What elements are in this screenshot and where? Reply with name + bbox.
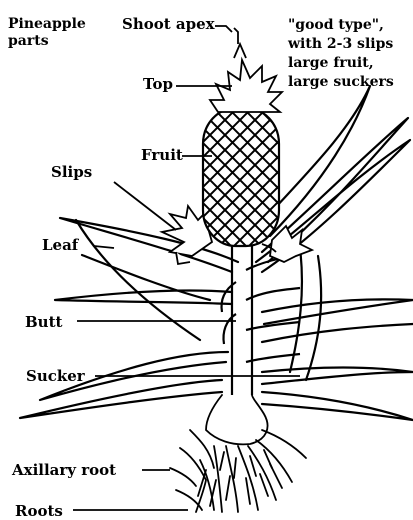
good-type-note: "good type", with 2-3 slips large fruit,… <box>288 16 413 92</box>
title-line-1: Pineapple <box>8 16 98 33</box>
label-shoot-apex: Shoot apex <box>122 16 215 32</box>
fruit <box>203 108 279 246</box>
label-butt: Butt <box>25 314 62 330</box>
note-line-4: large suckers <box>288 73 413 92</box>
leaf-right-bottom <box>262 392 413 420</box>
diagram-title: Pineapple parts <box>8 16 98 50</box>
leaf-right-mid <box>262 299 413 324</box>
leaf-upright-2 <box>306 256 321 380</box>
crown <box>210 28 282 112</box>
note-line-3: large fruit, <box>288 54 413 73</box>
title-line-2: parts <box>8 33 98 50</box>
label-leaf: Leaf <box>42 237 78 253</box>
label-slips: Slips <box>51 164 92 180</box>
note-line-1: "good type", <box>288 16 413 35</box>
leaf-right-long <box>262 324 413 342</box>
leaf-left-curve <box>82 255 210 300</box>
leader-leaf <box>94 246 114 248</box>
label-sucker: Sucker <box>26 368 85 384</box>
leader-slips <box>114 182 176 230</box>
note-line-2: with 2-3 slips <box>288 35 413 54</box>
label-fruit: Fruit <box>141 147 183 163</box>
base-roots <box>170 395 306 512</box>
leader-shoot-apex <box>215 26 232 32</box>
leaf-left-flat <box>20 380 222 418</box>
label-top: Top <box>143 76 173 92</box>
label-axillary-root: Axillary root <box>12 462 116 478</box>
